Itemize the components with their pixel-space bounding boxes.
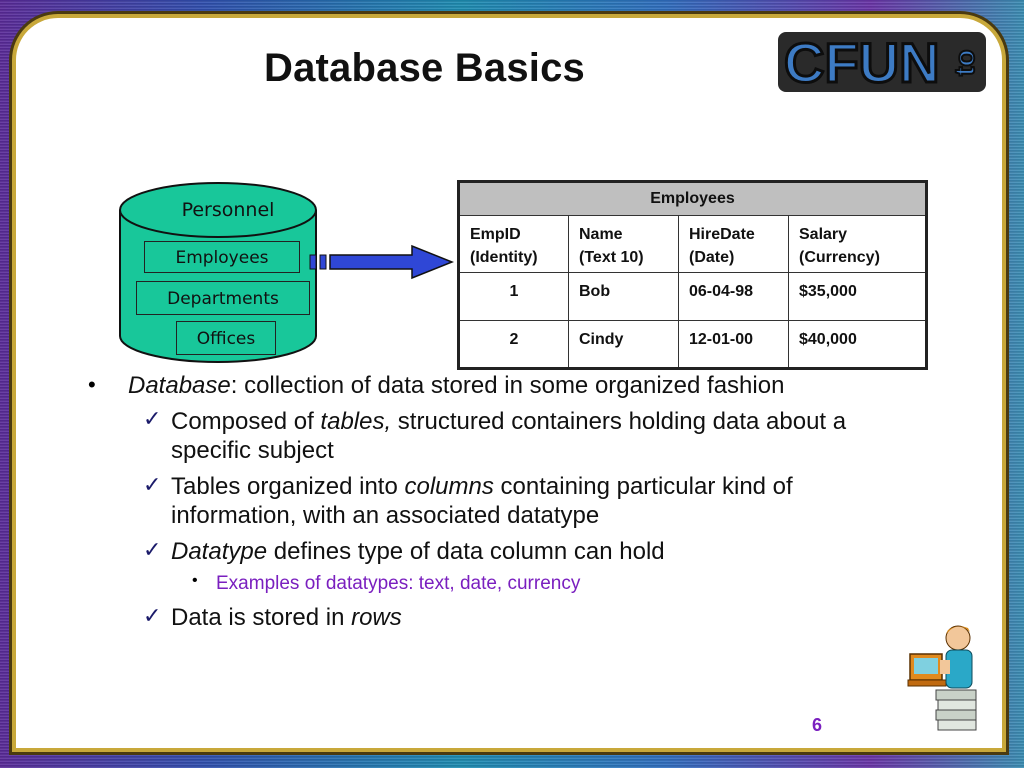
slide-title: Database Basics bbox=[264, 46, 585, 90]
table-caption: Employees bbox=[458, 181, 927, 216]
table-cell: 2 bbox=[458, 320, 569, 369]
table-cell: Bob bbox=[568, 272, 679, 321]
db-table-employees: Employees bbox=[144, 241, 300, 273]
table-cell: 1 bbox=[458, 272, 569, 321]
employees-table: Employees EmpID (Identity) Name (Text 10… bbox=[457, 180, 928, 370]
database-cylinder: Personnel Employees Departments Offices bbox=[118, 180, 318, 364]
header-type: (Text 10) bbox=[579, 249, 644, 266]
table-row: 2 Cindy 12-01-00 $40,000 bbox=[458, 320, 927, 369]
header-line: Name bbox=[579, 226, 623, 243]
db-table-offices: Offices bbox=[176, 321, 276, 355]
table-cell: Cindy bbox=[568, 320, 679, 369]
header-type: (Identity) bbox=[470, 249, 538, 266]
database-name: Personnel bbox=[181, 199, 275, 221]
column-header: EmpID (Identity) bbox=[458, 215, 569, 273]
cfun-logo: CFUN to bbox=[778, 30, 986, 96]
table-header-row: EmpID (Identity) Name (Text 10) HireDate… bbox=[458, 215, 927, 273]
computer-user-mascot-icon bbox=[907, 625, 977, 731]
header-type: (Date) bbox=[689, 249, 735, 266]
table-cell: $35,000 bbox=[788, 272, 927, 321]
db-table-departments: Departments bbox=[136, 281, 310, 315]
header-line: EmpID bbox=[470, 226, 521, 243]
table-cell: $40,000 bbox=[788, 320, 927, 369]
column-header: Salary (Currency) bbox=[788, 215, 927, 273]
logo-suffix: to bbox=[949, 50, 980, 76]
header-type: (Currency) bbox=[799, 249, 880, 266]
column-header: HireDate (Date) bbox=[678, 215, 789, 273]
table-row: 1 Bob 06-04-98 $35,000 bbox=[458, 272, 927, 321]
table-cell: 06-04-98 bbox=[678, 272, 789, 321]
logo-text: CFUN bbox=[784, 31, 940, 94]
header-line: Salary bbox=[799, 226, 848, 243]
column-header: Name (Text 10) bbox=[568, 215, 679, 273]
slide-panel bbox=[16, 18, 1002, 748]
header-line: HireDate bbox=[689, 226, 755, 243]
table-cell: 12-01-00 bbox=[678, 320, 789, 369]
page-number: 6 bbox=[812, 715, 823, 735]
arrow-right-icon bbox=[309, 244, 454, 280]
